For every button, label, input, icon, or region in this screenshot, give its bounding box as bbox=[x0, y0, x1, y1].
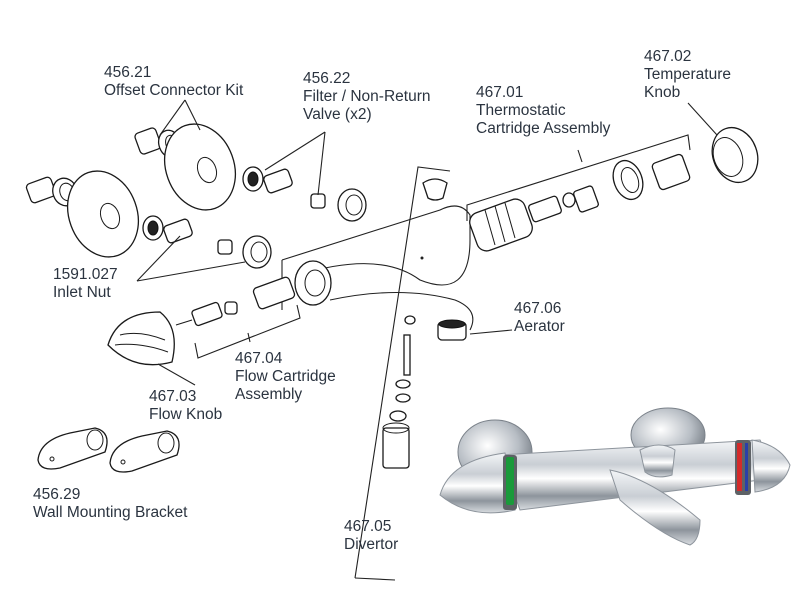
part-name: Divertor bbox=[344, 536, 399, 553]
mixer-body-outline bbox=[281, 205, 474, 331]
flow-knob bbox=[107, 311, 175, 366]
label-aerator: 467.06 Aerator bbox=[514, 300, 565, 336]
part-name: Aerator bbox=[514, 318, 565, 335]
part-name: Temperature bbox=[644, 66, 732, 83]
part-code: 467.03 bbox=[149, 388, 197, 405]
label-flow-knob: 467.03 Flow Knob bbox=[149, 388, 222, 424]
part-name-line2: Valve (x2) bbox=[303, 106, 372, 123]
label-inlet-nut: 1591.027 Inlet Nut bbox=[53, 266, 118, 302]
flow-cartridge-parts bbox=[175, 276, 296, 327]
part-name: Flow Knob bbox=[149, 406, 223, 423]
part-name-line2: Cartridge Assembly bbox=[476, 120, 611, 137]
part-code: 456.21 bbox=[104, 64, 152, 81]
part-name: Offset Connector Kit bbox=[104, 82, 244, 99]
part-name: Inlet Nut bbox=[53, 284, 111, 301]
part-name-line2: Knob bbox=[644, 84, 681, 101]
part-code: 1591.027 bbox=[53, 266, 118, 283]
offset-connector-upper bbox=[134, 123, 236, 211]
label-filter-valve: 456.22 Filter / Non-Return Valve (x2) bbox=[303, 70, 430, 124]
part-name: Thermostatic bbox=[476, 102, 566, 119]
divertor-parts bbox=[382, 178, 448, 469]
part-code: 467.04 bbox=[235, 350, 283, 367]
label-thermostatic-cartridge: 467.01 Thermostatic Cartridge Assembly bbox=[476, 84, 610, 138]
part-name-line2: Assembly bbox=[235, 386, 303, 403]
label-wall-bracket: 456.29 Wall Mounting Bracket bbox=[33, 486, 188, 522]
part-code: 456.22 bbox=[303, 70, 351, 87]
wall-mounting-brackets bbox=[37, 427, 180, 473]
label-divertor: 467.05 Divertor bbox=[344, 518, 398, 554]
aerator bbox=[437, 319, 467, 341]
part-name: Flow Cartridge bbox=[235, 368, 336, 385]
part-code: 467.02 bbox=[644, 48, 692, 65]
label-offset-connector-kit: 456.21 Offset Connector Kit bbox=[104, 64, 243, 100]
part-code: 467.05 bbox=[344, 518, 392, 535]
offset-connector-lower bbox=[25, 170, 139, 258]
part-code: 467.01 bbox=[476, 84, 524, 101]
label-temperature-knob: 467.02 Temperature Knob bbox=[644, 48, 731, 102]
temperature-knob bbox=[711, 126, 759, 184]
part-code: 467.06 bbox=[514, 300, 562, 317]
part-code: 456.29 bbox=[33, 486, 81, 503]
filter-valve-parts bbox=[142, 166, 367, 269]
product-photo-mixer bbox=[439, 407, 791, 546]
part-name: Wall Mounting Bracket bbox=[33, 504, 188, 521]
leader-lines bbox=[136, 99, 718, 581]
part-name: Filter / Non-Return bbox=[303, 88, 431, 105]
label-flow-cartridge: 467.04 Flow Cartridge Assembly bbox=[235, 350, 336, 404]
thermostatic-cartridge-parts bbox=[469, 153, 691, 252]
